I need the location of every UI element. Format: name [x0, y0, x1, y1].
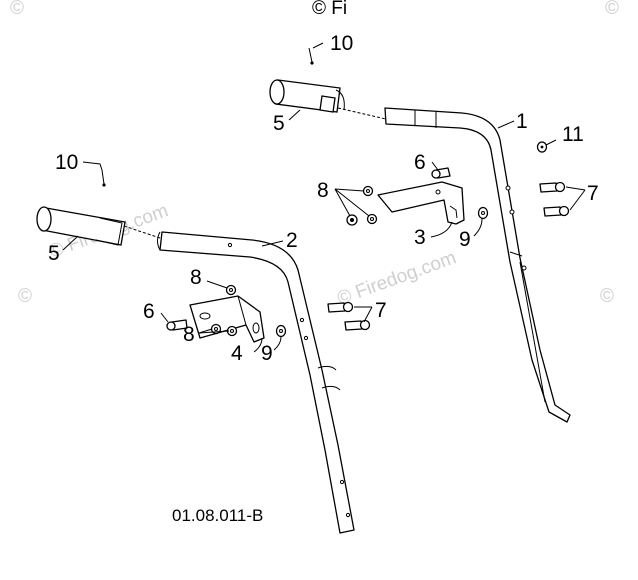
callout-5-left: 5 — [48, 242, 60, 265]
handle-upper-right — [384, 107, 571, 423]
callout-7-upper: 7 — [587, 182, 599, 205]
screw-upper — [308, 47, 314, 65]
callout-7-left: 7 — [375, 299, 387, 322]
bolt-pair-upper — [539, 181, 570, 217]
watermark-top: © Fi — [312, 0, 347, 19]
watermark-corner-tr: © — [605, 0, 619, 19]
callout-8-left-bottom: 8 — [183, 323, 195, 346]
callout-10-upper: 10 — [330, 32, 353, 55]
bracket-upper — [377, 181, 465, 225]
watermark-corner-r: © — [600, 286, 614, 307]
watermark-center: © Firedog.com — [335, 247, 460, 309]
callout-11: 11 — [562, 123, 584, 146]
bolt-left — [166, 319, 188, 331]
bolt-pair-left — [327, 301, 371, 331]
watermark-corner-tl: © — [10, 0, 24, 19]
leader-lines — [62, 42, 586, 353]
callout-10-left: 10 — [55, 151, 78, 174]
watermark-corner-l: © — [18, 286, 32, 307]
bracket-left — [189, 295, 265, 343]
callout-8-left-top: 8 — [190, 266, 202, 289]
nuts-upper — [346, 185, 378, 226]
handle-left — [157, 231, 355, 534]
callout-4: 4 — [231, 342, 243, 365]
grip-left — [36, 206, 161, 246]
callout-5-upper: 5 — [273, 112, 285, 135]
callout-6-left: 6 — [143, 300, 155, 323]
nuts-left — [210, 284, 238, 337]
callout-9-left: 9 — [261, 342, 273, 365]
cap-11 — [536, 141, 548, 153]
callout-9-upper: 9 — [459, 228, 471, 251]
washer-left — [275, 324, 287, 338]
washer-upper — [477, 206, 489, 220]
callout-6-upper: 6 — [414, 151, 426, 174]
callout-1: 1 — [516, 110, 528, 133]
callout-8-upper: 8 — [317, 179, 329, 202]
bolt-upper — [431, 167, 451, 179]
callout-3: 3 — [414, 226, 426, 249]
callout-2: 2 — [286, 229, 298, 252]
grip-upper — [269, 79, 387, 120]
screw-left — [101, 169, 106, 187]
drawing-code: 01.08.011-B — [172, 506, 263, 525]
